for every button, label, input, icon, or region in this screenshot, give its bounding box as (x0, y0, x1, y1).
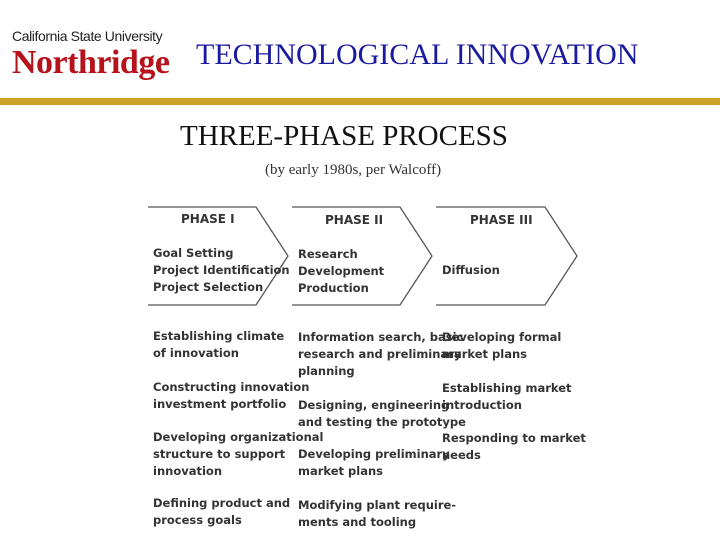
phase-1-step: Project Selection (153, 280, 264, 294)
diagram-heading: THREE-PHASE PROCESS (180, 120, 508, 152)
phase-3-activity: Developing formal market plans (442, 329, 561, 363)
phase-2-title: PHASE II (325, 213, 384, 227)
phase-1-activity: Establishing climate of innovation (153, 328, 284, 362)
phase-1-activity: Constructing innovation investment portf… (153, 379, 309, 413)
activity-line: Designing, engineering (298, 398, 450, 412)
activity-line: Establishing market (442, 381, 572, 395)
activity-line: market plans (442, 347, 528, 361)
phase-3-activity: Establishing market introduction (442, 380, 572, 414)
activity-line: Developing formal (442, 330, 562, 344)
phase-1-step: Project Identification (153, 263, 290, 277)
logo-campus-name: Northridge (12, 44, 170, 81)
phase-3-chevron (436, 206, 578, 306)
phase-3-activity: Responding to market needs (442, 430, 586, 464)
activity-line: Constructing innovation (153, 380, 310, 394)
activity-line: Information search, basic (298, 330, 464, 344)
phase-1-step: Goal Setting (153, 246, 234, 260)
phase-2-activity: Developing preliminary market plans (298, 446, 450, 480)
phase-2-step: Production (298, 281, 369, 295)
phase-2-activity: Modifying plant require- ments and tooli… (298, 497, 456, 531)
activity-line: Modifying plant require- (298, 498, 457, 512)
activity-line: structure to support (153, 447, 286, 461)
phase-1-chevron (148, 206, 289, 306)
activity-line: market plans (298, 464, 384, 478)
phase-3-step: Diffusion (442, 263, 500, 277)
activity-line: investment portfolio (153, 397, 287, 411)
phase-1-activity: Defining product and process goals (153, 495, 290, 529)
phase-2-chevron (292, 206, 433, 306)
activity-line: innovation (153, 464, 222, 478)
phase-2-step: Research (298, 247, 358, 261)
phase-1-steps: Goal Setting Project Identification Proj… (153, 245, 290, 296)
source-note: (by early 1980s, per Walcoff) (265, 162, 442, 178)
phase-3-steps: Diffusion (442, 262, 500, 279)
activity-line: Defining product and (153, 496, 291, 510)
university-logo: California State University Northridge (12, 28, 170, 81)
phase-2-activity: Designing, engineering and testing the p… (298, 397, 466, 431)
phase-2-activity: Information search, basic research and p… (298, 329, 463, 380)
phase-3-title: PHASE III (470, 213, 533, 227)
activity-line: research and preliminary (298, 347, 462, 361)
header-divider (0, 98, 720, 105)
phase-2-steps: Research Development Production (298, 246, 384, 297)
activity-line: planning (298, 364, 355, 378)
logo-university-line: California State University (12, 28, 163, 44)
activity-line: Responding to market (442, 431, 586, 445)
activity-line: introduction (442, 398, 522, 412)
phase-1-title: PHASE I (181, 212, 235, 226)
phase-2-step: Development (298, 264, 385, 278)
activity-line: needs (442, 448, 481, 462)
activity-line: Developing organizational (153, 430, 324, 444)
activity-line: process goals (153, 513, 242, 527)
activity-line: Establishing climate (153, 329, 285, 343)
phase-1-activity: Developing organizational structure to s… (153, 429, 323, 480)
activity-line: and testing the prototype (298, 415, 466, 429)
slide-title: TECHNOLOGICAL INNOVATION (196, 38, 639, 71)
activity-line: ments and tooling (298, 515, 417, 529)
activity-line: of innovation (153, 346, 239, 360)
activity-line: Developing preliminary (298, 447, 450, 461)
